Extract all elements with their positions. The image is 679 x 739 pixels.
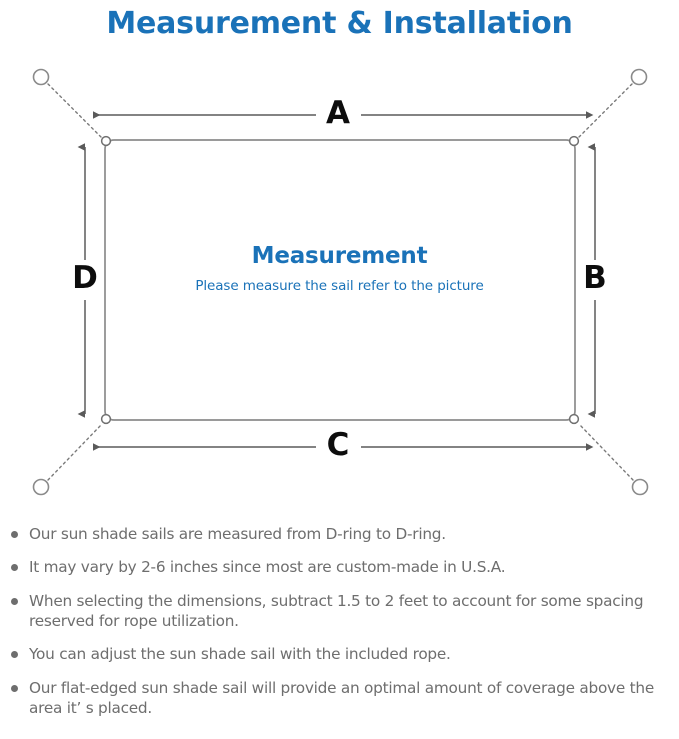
page-title: Measurement & Installation — [106, 6, 573, 41]
anchor-circle-bottom-right — [631, 478, 649, 496]
note-text: Our flat-edged sun shade sail will provi… — [29, 678, 654, 718]
note-text: You can adjust the sun shade sail with t… — [29, 645, 451, 664]
dimension-label-c: C — [326, 427, 350, 463]
measurement-diagram: Measurement Please measure the sail refe… — [32, 68, 649, 496]
bullet-icon — [11, 684, 18, 692]
bullet-icon — [11, 597, 18, 605]
rope-line-bottom-left — [47, 424, 102, 481]
note-item: Our flat-edged sun shade sail will provi… — [0, 678, 679, 719]
anchor-circle-top-right — [630, 68, 648, 86]
sail-rectangle — [104, 139, 576, 421]
note-item: You can adjust the sun shade sail with t… — [0, 644, 679, 664]
anchor-circle-bottom-left — [32, 478, 50, 496]
measurement-diagram-svg — [32, 68, 649, 496]
anchor-circle-top-left — [32, 68, 50, 86]
note-item: When selecting the dimensions, subtract … — [0, 591, 679, 632]
d-rings — [100, 135, 580, 425]
diagram-center-heading: Measurement — [251, 243, 428, 269]
rope-line-top-right — [578, 83, 633, 138]
note-text: When selecting the dimensions, subtract … — [29, 591, 644, 631]
note-text: It may vary by 2-6 inches since most are… — [29, 558, 506, 577]
rope-lines — [47, 83, 634, 481]
bullet-icon — [11, 531, 18, 538]
note-item: It may vary by 2-6 inches since most are… — [0, 557, 679, 577]
d-ring-bottom-right — [568, 413, 580, 425]
rope-line-bottom-right — [579, 424, 634, 481]
dimension-label-b: B — [583, 260, 607, 296]
diagram-center-subtext: Please measure the sail refer to the pic… — [195, 278, 484, 294]
d-ring-top-left — [100, 135, 112, 147]
bullet-icon — [11, 564, 18, 572]
anchor-points — [32, 68, 649, 496]
dimension-label-d: D — [72, 260, 98, 296]
note-text: Our sun shade sails are measured from D-… — [29, 525, 446, 543]
dimension-label-a: A — [326, 95, 350, 131]
bullet-icon — [11, 651, 18, 659]
d-ring-bottom-left — [100, 413, 112, 425]
dimension-arrows — [77, 111, 596, 451]
note-item: Our sun shade sails are measured from D-… — [0, 524, 679, 544]
notes-list: Our sun shade sails are measured from D-… — [0, 524, 679, 718]
d-ring-top-right — [568, 135, 580, 147]
rope-line-top-left — [47, 83, 102, 138]
